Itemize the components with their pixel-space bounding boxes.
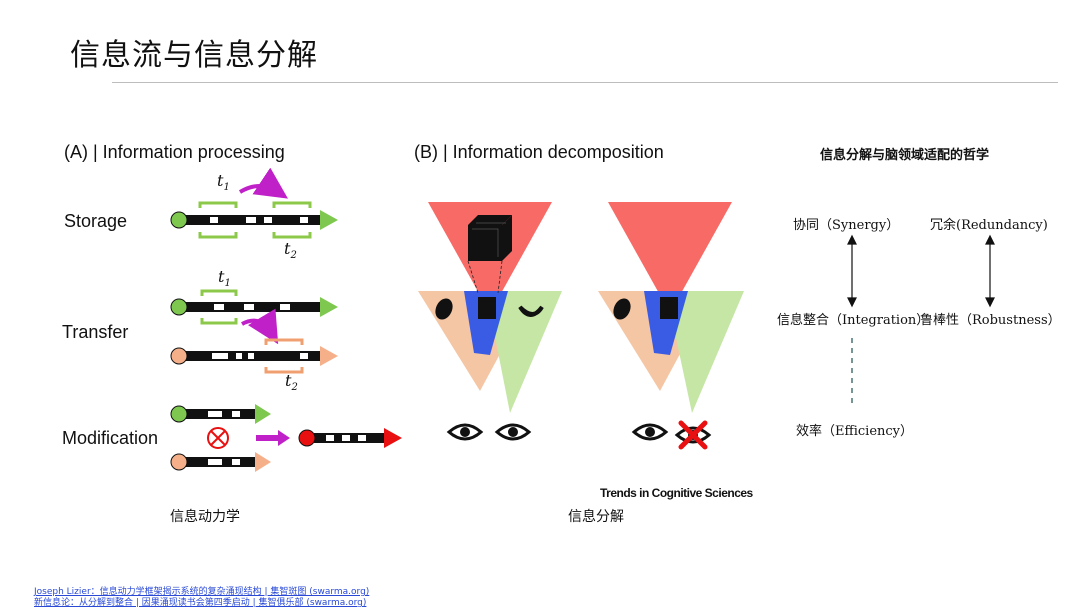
crescent-shape — [518, 305, 544, 317]
transfer-stream-source — [170, 289, 338, 325]
modification-streams — [170, 404, 402, 472]
cube-icon — [467, 215, 512, 294]
storage-label: Storage — [64, 211, 128, 231]
redundancy-label: 冗余(Redundancy) — [930, 218, 1048, 233]
decomposition-full — [418, 202, 562, 441]
leaf-shape — [435, 298, 453, 320]
eye-icon-right — [494, 423, 532, 441]
decomposition-partial — [598, 202, 744, 450]
information-decomposition-diagram — [418, 202, 744, 450]
blocked-eye-icon — [674, 420, 712, 450]
panel-a-title: (A) | Information processing — [64, 142, 285, 162]
robustness-label: 鲁棒性（Robustness） — [920, 313, 1061, 328]
title-divider — [112, 82, 1058, 83]
reference-link-2[interactable]: 新信息论：从分解到整合 | 因果涌现读书会第四季启动 | 集智俱乐部 (swar… — [34, 598, 367, 608]
synergy-label: 协同（Synergy） — [793, 218, 900, 233]
source-label: Trends in Cognitive Sciences — [600, 486, 753, 500]
eye-icon-left — [446, 423, 484, 441]
philosophy-arrows — [847, 234, 995, 408]
t1-label-transfer: t1 — [218, 267, 231, 289]
t2-label-transfer: t2 — [285, 371, 298, 393]
storage-stream — [170, 168, 338, 239]
modification-label: Modification — [62, 428, 159, 448]
caption-information-dynamics: 信息动力学 — [170, 509, 240, 525]
integration-label: 信息整合（Integration） — [777, 313, 930, 328]
transfer-label: Transfer — [62, 322, 129, 342]
reference-link-1[interactable]: Joseph Lizier：信息动力学框架揭示系统的复杂涌现结构 | 集智斑图 … — [34, 587, 370, 597]
panel-b-title: (B) | Information decomposition — [414, 142, 664, 162]
transfer-stream-target — [170, 338, 338, 374]
t1-label-storage: t1 — [217, 171, 230, 193]
information-processing-diagram: t1 t2 t1 t2 — [170, 168, 402, 472]
efficiency-label: 效率（Efficiency） — [796, 424, 914, 439]
transfer-arrow — [241, 308, 279, 345]
caption-information-decomposition: 信息分解 — [568, 509, 624, 525]
page-title: 信息流与信息分解 — [70, 38, 318, 73]
philosophy-title: 信息分解与脑领域适配的哲学 — [820, 148, 990, 163]
t2-label-storage: t2 — [284, 239, 297, 261]
square-shape — [478, 297, 496, 319]
